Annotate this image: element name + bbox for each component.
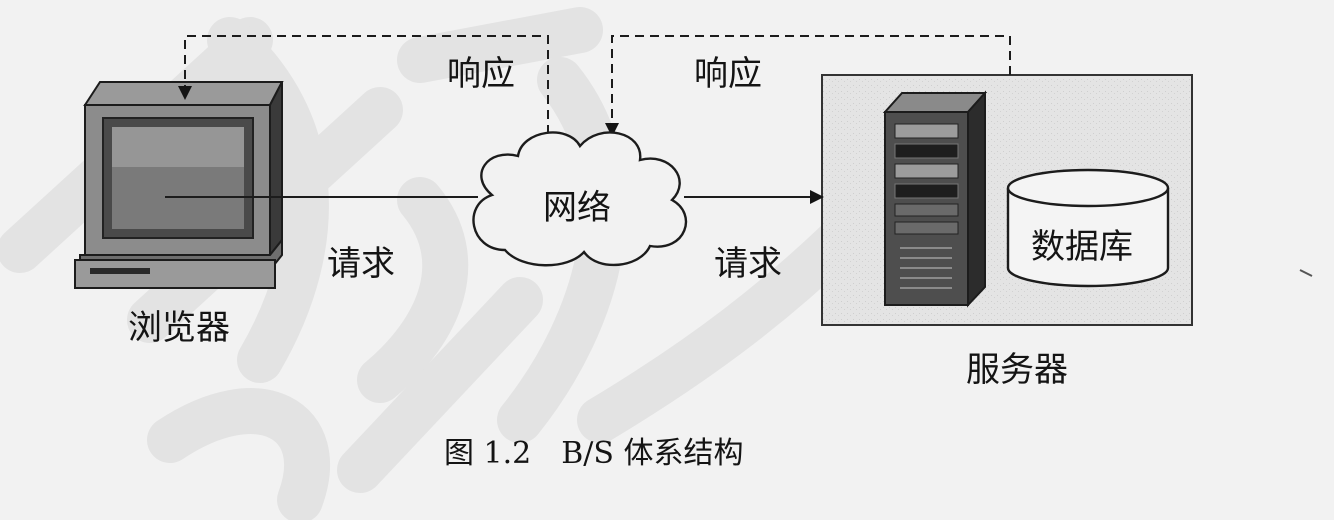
response-arrow-right	[605, 35, 1011, 137]
network-label: 网络	[543, 188, 611, 228]
database-cylinder-icon	[1006, 168, 1170, 288]
server-tower-icon	[882, 90, 988, 308]
database-label: 数据库	[1031, 227, 1133, 267]
response-label-right: 响应	[694, 54, 762, 94]
request-label-right: 请求	[714, 244, 782, 284]
cloud-icon	[472, 131, 688, 267]
browser-label: 浏览器	[128, 308, 230, 348]
stray-mark	[1299, 269, 1313, 277]
request-label-left: 请求	[327, 244, 395, 284]
response-arrow-left	[178, 35, 549, 134]
figure-caption: 图 1.2 B/S 体系结构	[444, 436, 744, 471]
desktop-computer-icon	[74, 81, 284, 289]
server-label: 服务器	[966, 350, 1068, 390]
response-label-left: 响应	[447, 54, 515, 94]
